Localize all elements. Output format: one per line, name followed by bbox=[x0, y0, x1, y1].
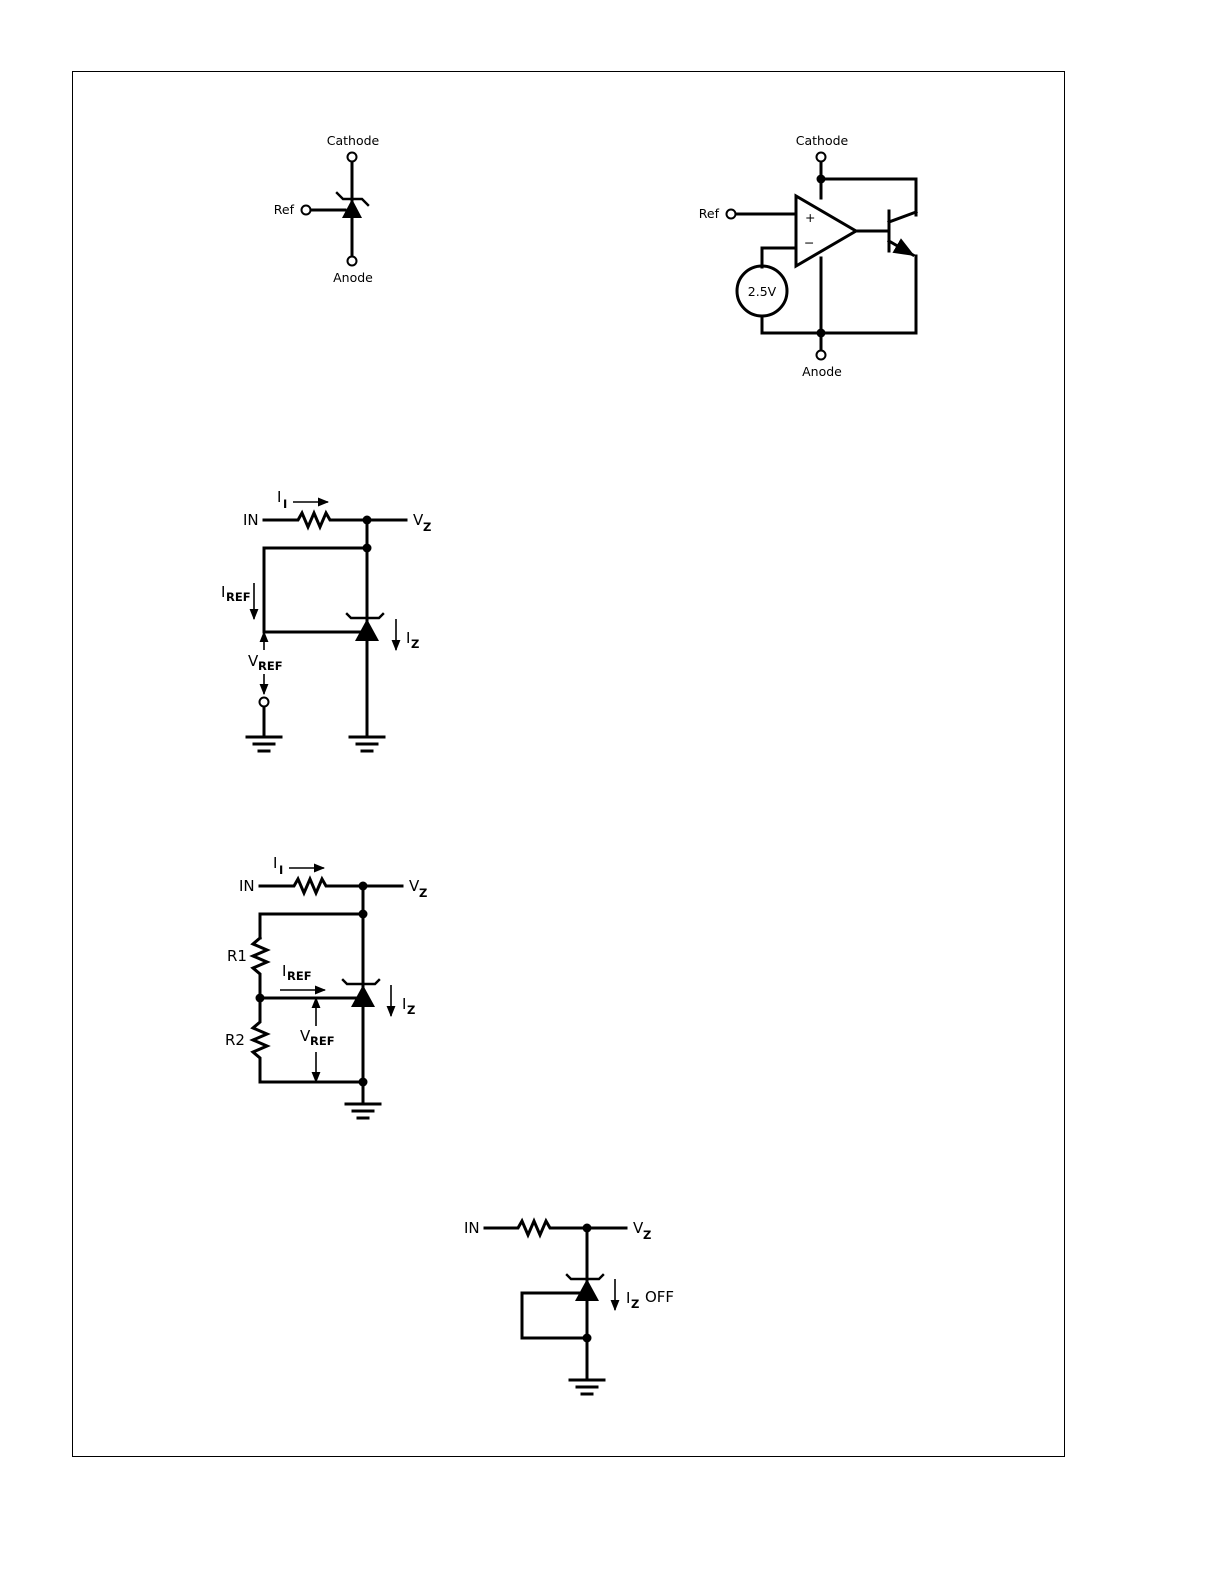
c1-ii-label: I bbox=[277, 488, 281, 506]
c3-vz-sub: Z bbox=[643, 1228, 651, 1242]
opamp-triangle bbox=[796, 196, 856, 266]
c2-diode bbox=[351, 985, 375, 1007]
test-circuit-3: IN V Z I Z OFF bbox=[464, 1219, 674, 1394]
c1-vref-sub: REF bbox=[258, 659, 283, 673]
block-cathode-label: Cathode bbox=[796, 133, 849, 148]
block-ref-label: Ref bbox=[699, 206, 720, 221]
block-diagram: + − 2.5V Cathode Ref Anode bbox=[699, 133, 916, 379]
c1-vz-sub: Z bbox=[423, 520, 431, 534]
c2-in-label: IN bbox=[239, 877, 255, 895]
c2-iz-label: I bbox=[402, 995, 406, 1013]
c1-iref-sub: REF bbox=[226, 590, 251, 604]
c2-iz-sub: Z bbox=[407, 1003, 415, 1017]
anode-terminal bbox=[348, 257, 357, 266]
c2-iref-label: I bbox=[282, 962, 286, 980]
c3-in-label: IN bbox=[464, 1219, 480, 1237]
anode-label: Anode bbox=[333, 270, 373, 285]
block-cathode-terminal bbox=[817, 153, 826, 162]
c1-iz-sub: Z bbox=[411, 637, 419, 651]
opamp-plus: + bbox=[805, 210, 815, 225]
c2-iref-sub: REF bbox=[287, 969, 312, 983]
opamp-minus: − bbox=[804, 235, 814, 250]
block-anode-label: Anode bbox=[802, 364, 842, 379]
test-circuit-1: IN I I V Z I REF V REF I Z bbox=[221, 488, 431, 751]
symbol-diagram: Cathode Ref Anode bbox=[274, 133, 380, 285]
source-label: 2.5V bbox=[748, 284, 777, 299]
cathode-terminal bbox=[348, 153, 357, 162]
c1-ii-sub: I bbox=[283, 497, 287, 511]
cathode-label: Cathode bbox=[327, 133, 380, 148]
c3-diode bbox=[575, 1279, 599, 1301]
test-circuit-2: IN I I V Z R1 R2 I REF V REF I Z bbox=[225, 854, 427, 1118]
block-anode-terminal bbox=[817, 351, 826, 360]
c1-iz-label: I bbox=[406, 629, 410, 647]
c2-r1-label: R1 bbox=[227, 947, 247, 965]
c2-ii-label: I bbox=[273, 854, 277, 872]
c1-iref-label: I bbox=[221, 583, 225, 601]
c3-iz-label: I bbox=[626, 1289, 630, 1307]
c1-in-label: IN bbox=[243, 511, 259, 529]
c2-r2-label: R2 bbox=[225, 1031, 245, 1049]
ref-terminal bbox=[302, 206, 311, 215]
block-ref-terminal bbox=[727, 210, 736, 219]
c3-iz-sub: Z bbox=[631, 1297, 639, 1311]
ref-label: Ref bbox=[274, 202, 295, 217]
c3-off-label: OFF bbox=[645, 1288, 674, 1306]
c2-vz-sub: Z bbox=[419, 886, 427, 900]
c2-vref-sub: REF bbox=[310, 1034, 335, 1048]
c1-vref-terminal bbox=[260, 698, 269, 707]
c1-diode bbox=[355, 619, 379, 641]
c2-ii-sub: I bbox=[279, 863, 283, 877]
